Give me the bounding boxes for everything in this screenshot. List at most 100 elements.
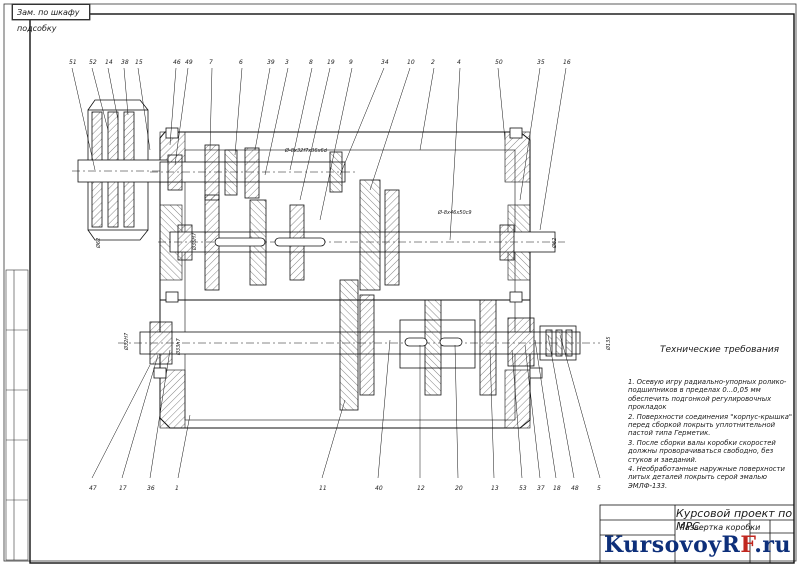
callout-number: 47: [89, 485, 97, 492]
callout-number: 40: [375, 485, 383, 492]
dim-shaft-mid: Ø-8х46х50с9: [437, 209, 472, 216]
middle-shaft: [158, 179, 565, 291]
callout-leader: [289, 67, 313, 171]
requirement-item: 2. Поверхности соединения "корпус-крышка…: [628, 412, 793, 438]
callout-leader: [254, 67, 271, 151]
inner-frame: [29, 13, 795, 564]
callout-number: 6: [239, 59, 243, 66]
input-shaft: [150, 144, 355, 201]
dim-right: Ø62: [551, 238, 558, 249]
callout-leader: [177, 414, 191, 479]
callout-leader: [449, 67, 461, 241]
dim-upper-bore: Ø35Н7: [191, 232, 198, 251]
callout-leader: [169, 67, 177, 146]
callout-leader: [121, 354, 159, 479]
callout-number: 5: [597, 485, 601, 492]
callout-leader: [497, 67, 506, 141]
callout-number: 34: [381, 59, 389, 66]
callout-leader: [377, 339, 391, 479]
callout-number: 53: [519, 485, 527, 492]
callout-leader: [511, 349, 523, 479]
left-binding-strip: [5, 269, 29, 561]
callout-number: 10: [407, 59, 415, 66]
callout-number: 8: [309, 59, 313, 66]
callout-number: 51: [69, 59, 77, 66]
callout-number: 13: [491, 485, 499, 492]
callout-number: 36: [147, 485, 155, 492]
callout-number: 9: [349, 59, 353, 66]
callout-leader: [547, 334, 575, 479]
output-shaft: [118, 279, 600, 411]
callout-number: 39: [267, 59, 275, 66]
callout-leader: [524, 344, 541, 479]
callout-leader: [339, 67, 385, 176]
callout-number: 48: [571, 485, 579, 492]
requirement-item: 3. После сборки валы коробки скоростей д…: [628, 438, 776, 464]
watermark-suffix: .ru: [754, 532, 791, 558]
title-block-frame: [599, 504, 795, 564]
callout-number: 18: [553, 485, 561, 492]
callout-leader: [539, 67, 567, 231]
callout-leader: [71, 67, 96, 171]
requirement-item: 4. Необработанные наружные поверхности л…: [628, 465, 785, 490]
callout-leader: [319, 67, 353, 221]
watermark-main: KursovoyR: [604, 532, 741, 558]
callout-leader: [149, 349, 171, 479]
callout-leader: [174, 67, 189, 166]
requirement-item: 1. Осевую игру радиально-упорных ролико-…: [628, 378, 787, 412]
site-watermark[interactable]: KursovoyRF.ru: [604, 532, 791, 558]
callout-number: 16: [563, 59, 571, 66]
callout-number: 37: [537, 485, 545, 492]
dim-lower-spline: Ø33h7: [175, 338, 182, 356]
requirements-title: Технические требования: [660, 345, 780, 355]
callout-number: 35: [537, 59, 545, 66]
cover-bolts: [153, 127, 543, 379]
callout-number: 2: [431, 59, 435, 66]
callout-leader: [264, 67, 289, 176]
callout-leader: [519, 67, 541, 201]
callout-number: 15: [135, 59, 143, 66]
top-callout-leaders: [71, 67, 567, 241]
dim-lower-bore: Ø32Н7: [123, 332, 130, 351]
callout-leader: [123, 67, 129, 116]
callout-leader: [489, 349, 495, 479]
callout-leader: [419, 67, 435, 151]
pulley: [72, 99, 170, 241]
callout-number: 1: [175, 485, 179, 492]
callout-leader: [534, 339, 557, 479]
callout-number: 12: [417, 485, 425, 492]
callout-number: 17: [119, 485, 127, 492]
callout-leader: [137, 67, 151, 151]
callout-leader: [299, 67, 331, 201]
callout-number: 52: [89, 59, 97, 66]
callout-number: 20: [455, 485, 463, 492]
callout-leader: [454, 344, 459, 479]
title-block-subtitle: Развертка коробки: [680, 523, 761, 532]
dim-shaft-top: Ø-8х32f7х36х6d: [284, 147, 328, 154]
dim-left: Ø62: [95, 238, 102, 249]
callout-number: 14: [105, 59, 113, 66]
corner-label: Зам. по шкафу подсобку: [12, 4, 90, 33]
watermark-accent: F: [740, 532, 755, 558]
callout-number: 4: [457, 59, 461, 66]
callout-number: 19: [327, 59, 335, 66]
title-block-title: Курсовой проект по МРС: [676, 507, 793, 533]
callout-number: 3: [285, 59, 289, 66]
callout-number: 7: [209, 59, 213, 66]
callout-number: 11: [319, 485, 327, 492]
callout-leader: [234, 67, 243, 156]
callout-leader: [209, 67, 213, 151]
outer-frame: [3, 3, 797, 562]
callout-number: 50: [495, 59, 503, 66]
callout-leader: [91, 67, 109, 131]
callout-number: 38: [121, 59, 129, 66]
callout-number: 49: [185, 59, 193, 66]
requirements-list: 1. Осевую игру радиально-упорных ролико-…: [628, 378, 798, 491]
callout-leader: [91, 364, 151, 479]
bottom-callout-leaders: [91, 334, 601, 479]
callout-number: 46: [173, 59, 181, 66]
callout-leader: [369, 67, 411, 191]
dim-right-bore: Ø135: [605, 337, 612, 351]
